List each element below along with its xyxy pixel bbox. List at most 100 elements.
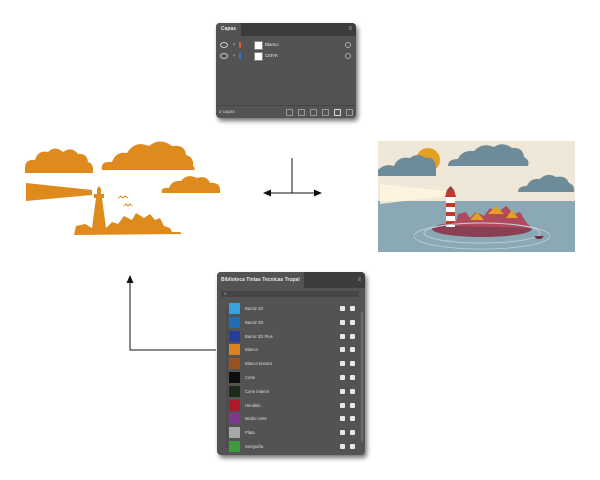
color-swatch[interactable] — [229, 427, 240, 439]
swatch-name: Blanco textura — [245, 361, 272, 367]
cmyk-icon — [350, 333, 355, 339]
swatch-row[interactable]: Blanco textura — [229, 358, 357, 370]
illustration-lighthouse-lamp — [445, 190, 456, 197]
silhouette-lighthouse — [92, 186, 106, 228]
illustration-boat — [534, 236, 544, 239]
silhouette-bird — [117, 195, 129, 199]
arrow-up-path — [129, 278, 216, 351]
layer-color-marker — [239, 42, 241, 48]
color-swatch[interactable] — [229, 372, 240, 383]
swatch-name: Hendido — [245, 402, 261, 408]
target-circle-icon[interactable] — [345, 42, 351, 48]
illustration-lighthouse-stripe — [446, 212, 455, 216]
layer-count: 2 capas — [219, 109, 235, 114]
cmyk-icon — [350, 375, 355, 380]
swatch-name: Barniz 2D — [245, 306, 264, 311]
layer-row-cmyk[interactable]: › CMYK — [216, 51, 356, 61]
locate-icon[interactable] — [298, 109, 305, 116]
library-list-gutter — [226, 308, 228, 448]
layer-name[interactable]: CMYK — [265, 53, 279, 58]
spot-color-icon — [340, 347, 345, 353]
silhouette-cloud-top — [101, 141, 195, 170]
illustration-ripple — [413, 222, 551, 250]
swatch-row[interactable]: Hendido — [229, 399, 357, 411]
spot-color-icon — [340, 319, 345, 325]
search-field[interactable]: ⌕ — [221, 291, 359, 297]
swatch-library-panel: Biblioteca Tintas Tecnicas Trupal ≡ ⌕ Ba… — [217, 272, 365, 455]
illustration-lighthouse-cap — [447, 186, 454, 190]
swatch-name: Serigrafía — [245, 444, 264, 449]
swatch-name: Barniz 3D — [245, 319, 264, 325]
tab-library[interactable]: Biblioteca Tintas Tecnicas Trupal — [217, 272, 304, 288]
color-swatch[interactable] — [229, 358, 240, 370]
chevron-right-icon[interactable]: › — [233, 42, 235, 48]
cmyk-icon — [350, 347, 355, 353]
cmyk-icon — [350, 306, 355, 311]
color-swatch[interactable] — [229, 413, 240, 425]
chevron-right-icon[interactable]: › — [233, 53, 235, 59]
color-swatch[interactable] — [229, 303, 240, 314]
new-layer-icon[interactable] — [334, 109, 341, 116]
illustration-lighthouse-stripe — [446, 221, 455, 225]
spot-color-icon — [340, 333, 345, 339]
cmyk-icon — [350, 430, 355, 436]
cmyk-icon — [350, 402, 355, 408]
swatch-row[interactable]: Barniz 3D Plus — [229, 330, 357, 342]
swatch-row[interactable]: Serigrafía — [229, 441, 357, 452]
clip-mask-icon[interactable] — [310, 109, 317, 116]
swatch-row[interactable]: Corte — [229, 372, 357, 383]
export-icon[interactable] — [286, 109, 293, 116]
swatch-row[interactable]: Plata — [229, 427, 357, 439]
trash-icon[interactable] — [346, 109, 353, 116]
swatch-row[interactable]: Corte interior — [229, 385, 357, 397]
panel-menu-icon[interactable]: ≡ — [357, 277, 361, 283]
illustration-houses — [455, 206, 532, 228]
swatch-row[interactable]: Barniz 3D — [229, 316, 357, 328]
flow-arrows — [129, 158, 320, 351]
cmyk-icon — [350, 388, 355, 394]
silhouette-cloud-left — [25, 148, 93, 173]
new-sublayer-icon[interactable] — [322, 109, 329, 116]
color-swatch[interactable] — [229, 385, 240, 397]
spot-color-icon — [340, 388, 345, 394]
illustration-light-beam — [380, 184, 446, 204]
layer-color-marker — [239, 53, 241, 59]
illustration-cloud-left — [378, 155, 436, 176]
library-tabbar: Biblioteca Tintas Tecnicas Trupal ≡ — [217, 272, 365, 288]
eye-icon[interactable] — [220, 42, 228, 48]
lighthouse-silhouette — [25, 141, 220, 235]
layer-name[interactable]: Blanco — [265, 42, 279, 47]
color-swatch[interactable] — [229, 330, 240, 342]
lighthouse-illustration — [378, 141, 575, 252]
swatch-row[interactable]: Blanco — [229, 344, 357, 356]
tab-capas[interactable]: Capas — [216, 23, 242, 36]
spot-color-icon — [340, 430, 345, 436]
color-swatch[interactable] — [229, 344, 240, 356]
cmyk-icon — [350, 361, 355, 367]
layers-footer: 2 capas — [216, 105, 356, 118]
color-swatch[interactable] — [229, 399, 240, 411]
illustration-cloud-right — [518, 174, 575, 192]
color-swatch[interactable] — [229, 316, 240, 328]
scrollbar[interactable] — [361, 312, 363, 442]
spot-color-icon — [340, 361, 345, 367]
spot-color-icon — [340, 375, 345, 380]
swatch-name: Corte interior — [245, 388, 270, 394]
color-swatch[interactable] — [229, 441, 240, 452]
target-circle-icon[interactable] — [345, 53, 351, 59]
cmyk-icon — [350, 444, 355, 449]
swatch-row[interactable]: Medio corte — [229, 413, 357, 425]
arrowhead-left — [263, 189, 271, 197]
silhouette-town — [74, 213, 182, 235]
silhouette-bird — [123, 203, 133, 207]
eye-icon[interactable] — [220, 53, 228, 59]
spot-color-icon — [340, 444, 345, 449]
swatch-row[interactable]: Barniz 2D — [229, 303, 357, 314]
panel-menu-icon[interactable]: ≡ — [348, 26, 352, 32]
layer-row-blanco[interactable]: › Blanco — [216, 40, 356, 50]
cmyk-icon — [350, 416, 355, 422]
layer-thumbnail — [254, 41, 263, 50]
swatch-name: Medio corte — [245, 416, 267, 422]
cmyk-icon — [350, 319, 355, 325]
